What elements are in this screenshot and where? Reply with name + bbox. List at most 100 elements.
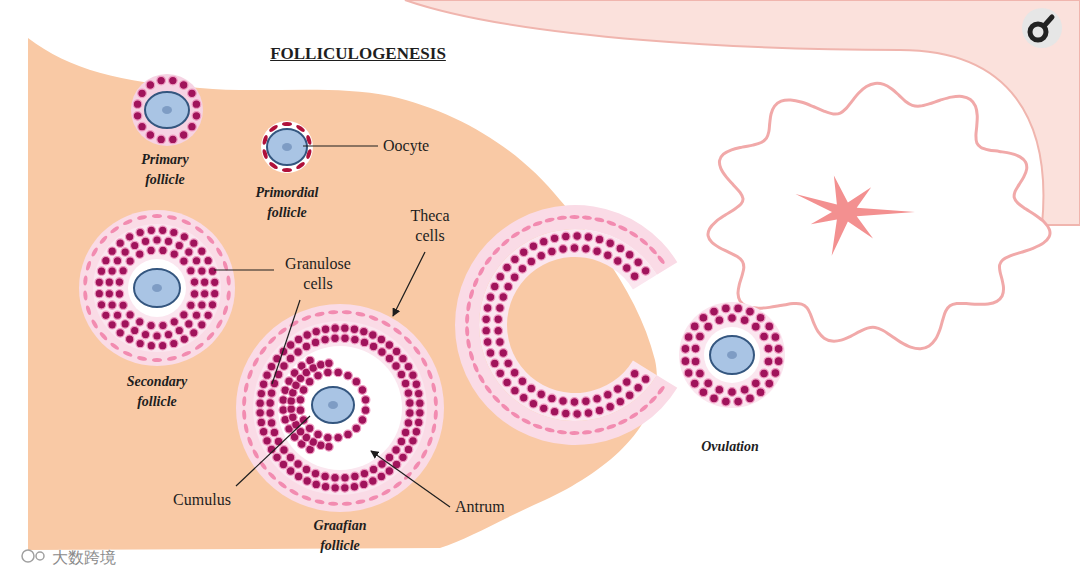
theca-cell — [466, 338, 472, 349]
granulosa-cell — [159, 321, 167, 329]
granulosa-cell — [200, 278, 208, 286]
granulosa-cell — [548, 394, 557, 403]
granulosa-cell — [412, 380, 421, 389]
granulosa-cell — [187, 267, 195, 275]
granulosa-cell — [185, 248, 193, 256]
theca-cell — [381, 488, 392, 496]
theca-cell — [267, 335, 277, 345]
theca-cell — [181, 350, 192, 358]
cell-layer — [253, 321, 427, 495]
granulosa-cell — [187, 301, 195, 309]
granulosa-cell — [746, 307, 755, 316]
granulosa-cell — [159, 246, 167, 254]
granulosa-cell — [175, 241, 183, 249]
granulosa-cell — [377, 472, 386, 481]
theca-cell — [289, 320, 300, 328]
granulosa-cell — [496, 272, 505, 281]
granulosa-cell — [136, 318, 144, 326]
granulosa-cell — [490, 282, 499, 291]
granulosa-cell — [321, 482, 330, 491]
leader-arrow — [371, 451, 450, 507]
granulosa-cell — [138, 122, 147, 131]
theca-cell — [557, 215, 567, 220]
granulosa-cell — [351, 335, 360, 344]
theca-cell — [477, 374, 485, 385]
granulosa-cell — [169, 76, 178, 85]
granulosa-cell — [704, 379, 713, 388]
granulosa-cell — [211, 289, 219, 297]
granulosa-cell — [603, 251, 612, 260]
granulosa-cell — [582, 397, 591, 406]
granulosa-cell — [208, 301, 216, 309]
granulosa-cell — [274, 437, 283, 446]
granulosa-cell — [157, 135, 166, 144]
cell-layer — [131, 74, 203, 146]
granulosa-cell — [188, 89, 197, 98]
leader-line — [272, 300, 300, 384]
theca-cell — [109, 342, 119, 351]
granulosa-cell — [746, 394, 755, 403]
granulosa-cell — [760, 332, 769, 341]
granulosa-cell — [294, 460, 303, 469]
theca-cell — [222, 305, 229, 316]
granulosa-cell — [622, 378, 631, 387]
theca-cell — [259, 460, 268, 470]
granulosa-cell — [105, 290, 113, 298]
follicles — [79, 74, 785, 512]
theca-cell — [484, 384, 493, 394]
theca-cell — [295, 161, 305, 170]
cell-layer — [79, 210, 235, 366]
granulosa-cell — [344, 371, 353, 380]
theca-cell — [594, 427, 605, 433]
granulosa-cell — [518, 264, 527, 273]
theca-cell — [431, 423, 437, 434]
theca-cell — [243, 382, 249, 393]
theca-cell — [167, 215, 178, 221]
theca-cell — [582, 430, 592, 435]
granulosa-cell — [294, 335, 303, 344]
granulosa-cell — [136, 250, 144, 258]
granulosa-cell — [401, 379, 410, 388]
granulosa-cell — [537, 251, 546, 260]
theca-cell — [617, 418, 628, 426]
cell-layer — [261, 121, 313, 173]
granulosa-cell — [257, 389, 266, 398]
theca-cell — [314, 499, 325, 505]
leader-line — [236, 416, 310, 486]
granulosa-cell — [266, 409, 275, 418]
granulosa-cell — [361, 396, 370, 405]
granulosa-cell — [279, 460, 288, 469]
granulosa-cell — [634, 383, 643, 392]
granulosa-cell — [192, 257, 200, 265]
granulosa-cell — [115, 278, 123, 286]
granulosa-cell — [721, 304, 730, 313]
theca-cell — [594, 217, 605, 223]
granulosa-cell — [133, 112, 142, 121]
granulosa-cell — [681, 357, 690, 366]
oocyte — [134, 269, 180, 307]
granulosa-cell — [539, 237, 548, 246]
granulosa-cell — [377, 335, 386, 344]
granulosa-cell — [385, 354, 394, 363]
granulosa-cell — [115, 290, 123, 298]
granulosa-cell — [409, 371, 418, 380]
granulosa-cell — [192, 100, 201, 109]
granulosa-cell — [136, 339, 144, 347]
theca-cell — [268, 124, 278, 133]
granulosa-cell — [483, 338, 492, 347]
granulosa-cell — [321, 335, 330, 344]
cell-layer — [93, 224, 221, 352]
granulosa-cell — [704, 322, 713, 331]
granulosa-cell — [486, 349, 495, 358]
granulosa-cell — [684, 369, 693, 378]
theca-cell — [90, 319, 98, 330]
granulosa-cell — [294, 472, 303, 481]
theca-cell — [194, 225, 204, 234]
logo-icon — [1022, 8, 1062, 48]
granulosa-cell — [169, 135, 178, 144]
granulosa-cell — [756, 313, 765, 322]
granulosa-cell — [360, 338, 369, 347]
granulosa-cell — [595, 406, 604, 415]
granulosa-cell — [360, 469, 369, 478]
granulosa-cell — [494, 315, 503, 324]
